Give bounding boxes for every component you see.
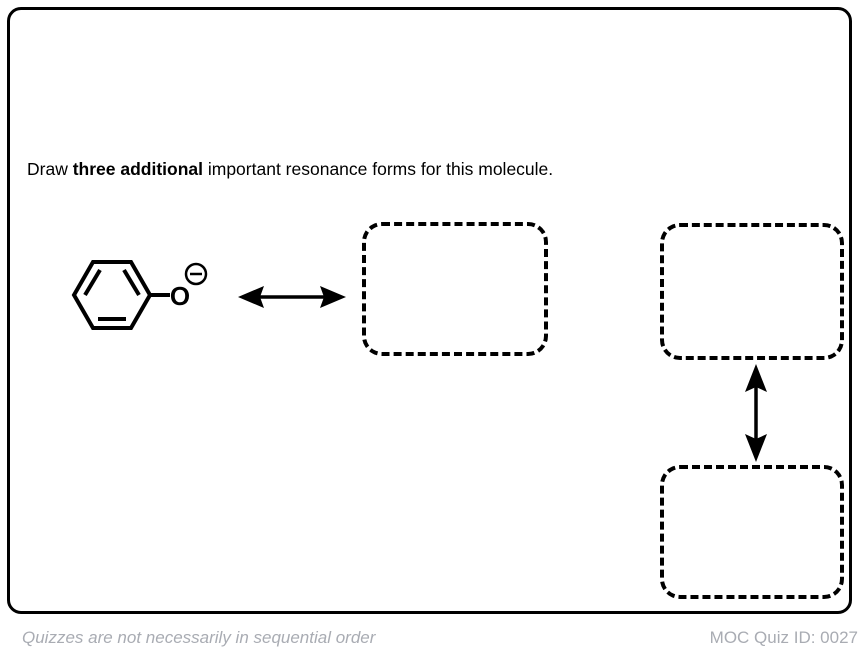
prompt-tail: important resonance forms for this molec… [203, 159, 554, 179]
prompt-emphasis: three additional [72, 159, 203, 179]
phenoxide-molecule: O [60, 248, 210, 348]
footer-note: Quizzes are not necessarily in sequentia… [22, 628, 376, 647]
oxygen-atom-label: O [170, 281, 190, 311]
arrow-head-up [745, 364, 767, 392]
arrow-head-left [238, 286, 264, 308]
arrow-head-down [745, 434, 767, 462]
double-bond-upper-right [122, 268, 141, 297]
charge-circle-icon [184, 262, 208, 286]
resonance-arrow-horizontal [236, 282, 348, 312]
arrow-head-right [320, 286, 346, 308]
answer-box-3[interactable] [660, 465, 844, 599]
double-headed-arrow-icon [745, 364, 767, 462]
double-headed-arrow-icon [238, 286, 346, 308]
quiz-id-label: MOC Quiz ID: 0027 [709, 628, 858, 647]
quiz-card: Draw three additional important resonanc… [7, 7, 852, 614]
quiz-prompt: Draw three additional important resonanc… [27, 158, 553, 180]
answer-box-1[interactable] [362, 222, 548, 356]
resonance-arrow-vertical [738, 362, 774, 464]
prompt-lead: Draw [27, 159, 73, 179]
phenoxide-structure-icon: O [71, 260, 208, 330]
answer-box-2[interactable] [660, 223, 844, 360]
double-bond-upper-left [83, 268, 102, 297]
